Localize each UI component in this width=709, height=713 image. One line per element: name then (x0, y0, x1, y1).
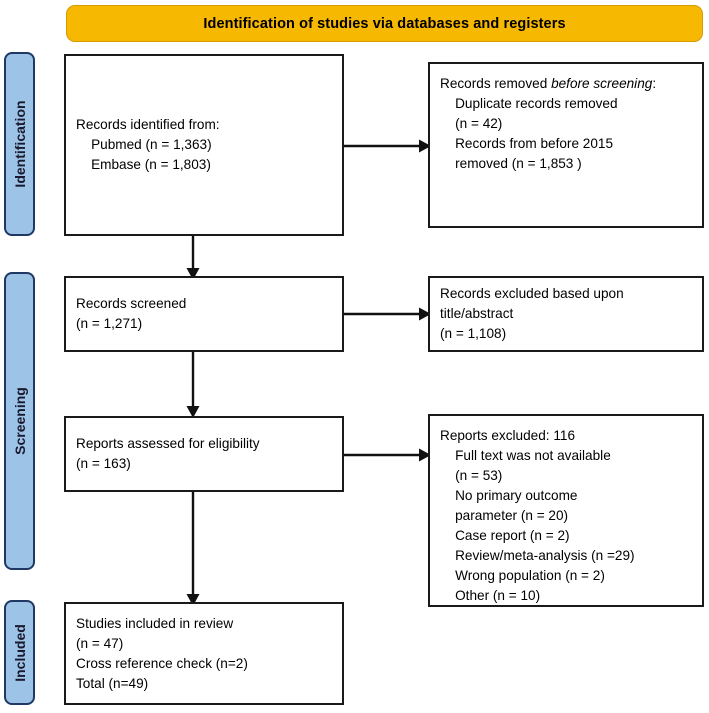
included-line1: Studies included in review (76, 615, 234, 631)
records-removed-line4: Records from before 2015 (440, 136, 614, 151)
banner-title: Identification of studies via databases … (203, 15, 566, 32)
records-excluded-line3: (n = 1,108) (440, 326, 507, 341)
records-removed-colon: : (652, 76, 657, 91)
connector-screened-to-eligibility (186, 350, 200, 418)
stage-included-text: Included (11, 623, 28, 682)
included-line3: Cross reference check (n=2) (76, 655, 248, 671)
diagram-banner: Identification of studies via databases … (66, 5, 703, 42)
records-screened-line2: (n = 1,271) (76, 316, 143, 331)
connector-screened-to-excluded (343, 307, 431, 321)
records-identified-line2: Pubmed (n = 1,363) (76, 137, 212, 152)
reports-excluded-line5: parameter (n = 20) (440, 508, 569, 523)
reports-excluded-line7: Review/meta-analysis (n =29) (440, 548, 635, 563)
records-removed-lead: Records removed (440, 76, 552, 91)
box-reports-excluded-text: Reports excluded: 116 Full text was not … (440, 426, 635, 606)
box-records-removed-text: Records removed before screening: Duplic… (440, 74, 656, 174)
connector-identified-to-screened (186, 234, 200, 280)
box-reports-excluded: Reports excluded: 116 Full text was not … (428, 414, 704, 607)
box-records-identified: Records identified from: Pubmed (n = 1,3… (64, 54, 344, 236)
box-records-removed-before-screening: Records removed before screening: Duplic… (428, 62, 704, 228)
stage-label-identification: Identification (4, 52, 35, 236)
included-line4: Total (n=49) (76, 675, 149, 691)
records-identified-line1: Records identified from: (76, 117, 220, 132)
reports-excluded-line1: Reports excluded: 116 (440, 428, 576, 443)
reports-excluded-line8: Wrong population (n = 2) (440, 568, 605, 583)
box-studies-included-text: Studies included in review (n = 47) Cros… (76, 614, 248, 694)
connector-identified-to-removed (343, 139, 431, 153)
stage-identification-text: Identification (11, 100, 28, 188)
box-records-excluded-title-abstract: Records excluded based upon title/abstra… (428, 276, 704, 352)
records-removed-line5: removed (n = 1,853 ) (440, 156, 582, 171)
records-removed-line2: Duplicate records removed (440, 96, 618, 111)
included-line2: (n = 47) (76, 635, 124, 651)
connector-eligibility-to-reports-excluded (343, 448, 431, 462)
reports-excluded-line2: Full text was not available (440, 448, 611, 463)
stage-label-screening: Screening (4, 272, 35, 570)
records-screened-line1: Records screened (76, 296, 187, 311)
reports-excluded-line3: (n = 53) (440, 468, 503, 483)
records-removed-line3: (n = 42) (440, 116, 503, 131)
box-reports-assessed-eligibility: Reports assessed for eligibility (n = 16… (64, 416, 344, 492)
connector-eligibility-to-included (186, 490, 200, 606)
reports-excluded-line9: Other (n = 10) (440, 588, 541, 603)
box-records-screened: Records screened (n = 1,271) (64, 276, 344, 352)
reports-excluded-line4: No primary outcome (440, 488, 578, 503)
box-studies-included: Studies included in review (n = 47) Cros… (64, 602, 344, 705)
records-excluded-line2: title/abstract (440, 306, 514, 321)
reports-excluded-line6: Case report (n = 2) (440, 528, 570, 543)
eligibility-line1: Reports assessed for eligibility (76, 436, 260, 451)
box-eligibility-text: Reports assessed for eligibility (n = 16… (76, 434, 260, 474)
records-excluded-line1: Records excluded based upon (440, 286, 624, 301)
stage-screening-text: Screening (11, 387, 28, 455)
records-identified-line3: Embase (n = 1,803) (76, 157, 211, 172)
eligibility-line2: (n = 163) (76, 456, 131, 471)
box-records-identified-text: Records identified from: Pubmed (n = 1,3… (76, 115, 220, 175)
box-records-screened-text: Records screened (n = 1,271) (76, 294, 186, 334)
records-removed-italic: before screening (551, 76, 653, 91)
box-records-excluded-text: Records excluded based upon title/abstra… (440, 284, 624, 344)
stage-label-included: Included (4, 600, 35, 705)
